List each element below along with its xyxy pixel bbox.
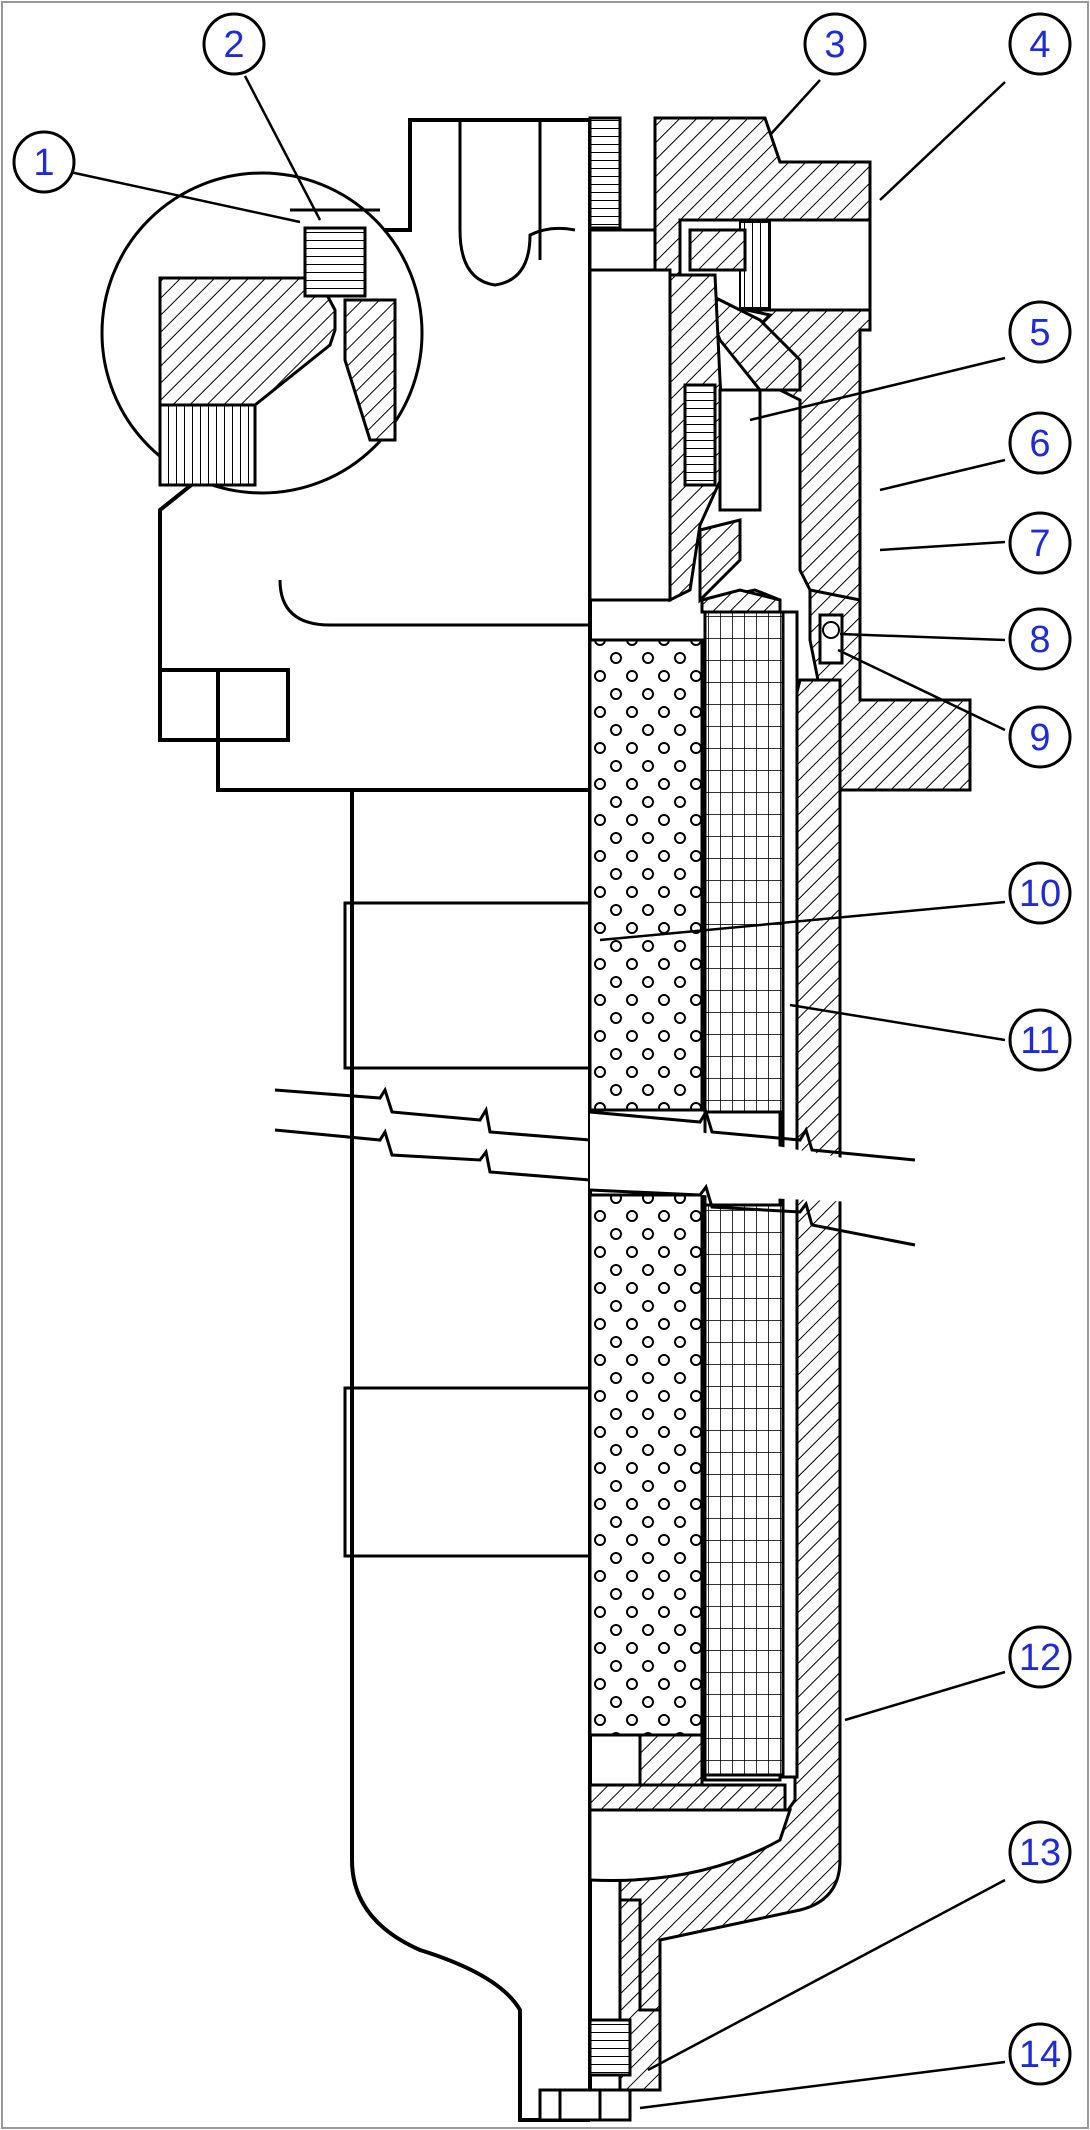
callout-7-bubble (1008, 511, 1072, 575)
callout-10: 10 (1008, 861, 1072, 925)
break-line-lower (589, 1183, 916, 1247)
callout-7: 7 (1008, 511, 1072, 575)
filter-head-section (588, 116, 972, 792)
callout-10-label: 10 (1019, 873, 1061, 915)
callout-8: 8 (1008, 607, 1072, 671)
callout-6-label: 6 (1029, 423, 1050, 465)
relief-valve-assembly (588, 268, 762, 604)
callout-12-bubble (1008, 1625, 1072, 1689)
callout-leaders (69, 75, 1006, 2110)
callout-2: 2 (202, 12, 266, 76)
callout-10-bubble (1008, 861, 1072, 925)
callout-12: 12 (1008, 1625, 1072, 1689)
callout-2-bubble (202, 12, 266, 76)
callout-13-bubble (1008, 1820, 1072, 1884)
callout-1-bubble (12, 130, 76, 194)
break-line-upper (589, 1108, 916, 1162)
callout-14-label: 14 (1019, 2034, 1061, 2076)
callout-3-bubble (803, 12, 867, 76)
callout-5-bubble (1008, 300, 1072, 364)
callout-12-label: 12 (1019, 1637, 1061, 1679)
callout-9-label: 9 (1029, 717, 1050, 759)
callout-14: 14 (1008, 2022, 1072, 2086)
callout-11: 11 (1008, 1008, 1072, 1072)
callout-11-bubble (1008, 1008, 1072, 1072)
callout-3-label: 3 (824, 24, 845, 66)
callout-2-label: 2 (223, 24, 244, 66)
callout-4: 4 (1008, 12, 1072, 76)
callout-14-bubble (1008, 2022, 1072, 2086)
filter-element-section (588, 588, 799, 1882)
callout-4-bubble (1008, 12, 1072, 76)
callout-4-label: 4 (1029, 24, 1050, 66)
callout-13: 13 (1008, 1820, 1072, 1884)
bowl-exterior (274, 790, 592, 2122)
break-gap (590, 1112, 920, 1205)
callout-13-label: 13 (1019, 1832, 1061, 1874)
callout-1-label: 1 (33, 142, 54, 184)
callout-8-label: 8 (1029, 619, 1050, 661)
callout-9-bubble (1008, 705, 1072, 769)
callout-8-bubble (1008, 607, 1072, 671)
callout-11-label: 11 (1020, 1020, 1059, 1062)
callout-5-label: 5 (1029, 312, 1050, 354)
callout-7-label: 7 (1029, 523, 1050, 565)
callout-1: 1 (12, 130, 76, 194)
callout-6-bubble (1008, 411, 1072, 475)
callout-5: 5 (1008, 300, 1072, 364)
callout-3: 3 (803, 12, 867, 76)
callout-9: 9 (1008, 705, 1072, 769)
detail-magnifier (100, 171, 424, 495)
callout-6: 6 (1008, 411, 1072, 475)
